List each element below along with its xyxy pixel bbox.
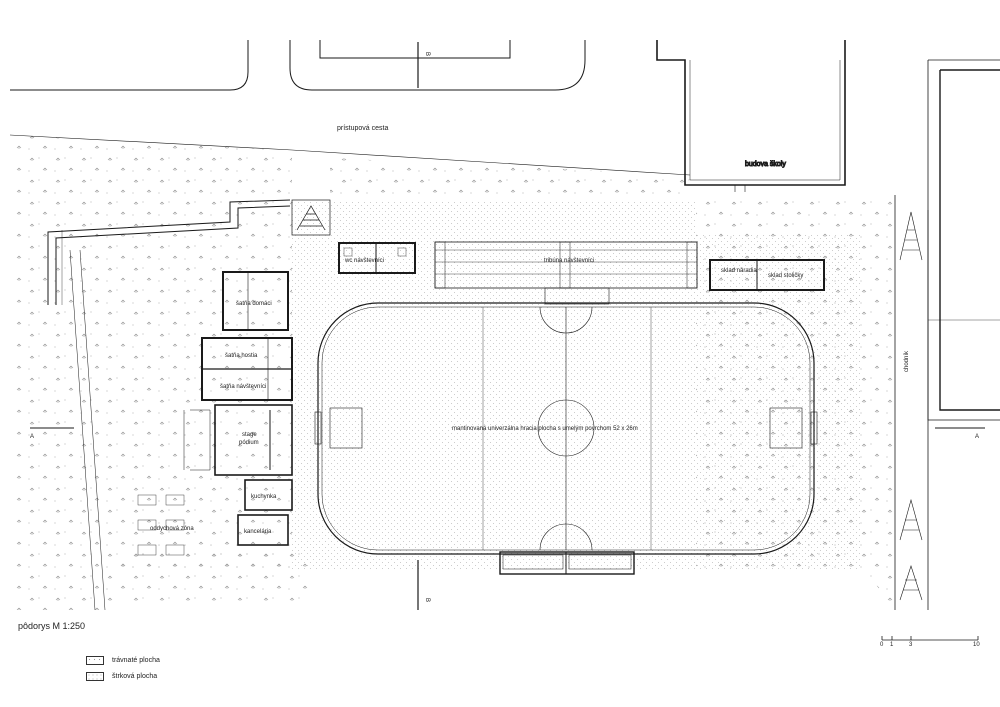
- tool-storage-label: sklad náradia: [721, 268, 757, 274]
- section-b-bottom-marker: B: [417, 560, 430, 610]
- section-b-bottom-label: B: [424, 598, 430, 602]
- service-building: [183, 271, 293, 546]
- grass-swatch: [86, 656, 104, 665]
- scale-tick-0: 0: [880, 642, 884, 648]
- scale-tick-3: 3: [909, 642, 913, 648]
- visitor-locker-label: šatňa návštevníci: [220, 384, 266, 390]
- scale-tick-1: 1: [890, 642, 894, 648]
- road-lines: [9, 40, 691, 176]
- player-benches: [499, 551, 635, 575]
- guest-locker-label: šatňa hostia: [225, 353, 258, 359]
- gravel-swatch: [86, 672, 104, 681]
- grandstand-label: tribúna návštevníci: [544, 258, 594, 264]
- entrance-ramp: [291, 199, 331, 236]
- right-building: [927, 59, 1000, 421]
- home-locker-label: šatňa domáci: [236, 301, 272, 307]
- podium-label: pódium: [239, 440, 259, 446]
- pitch-label: mantinovaná univerzálna hracia plocha s …: [452, 426, 638, 432]
- stage-label: stage: [242, 432, 257, 438]
- scale-bar-line: [881, 636, 979, 641]
- section-a-left-marker: A: [30, 427, 74, 440]
- scale-bar: 0 1 3 10: [880, 634, 980, 654]
- scale-tick-10: 10: [973, 642, 980, 648]
- left-boundary: [47, 199, 291, 611]
- access-road-label: prístupová cesta: [337, 125, 388, 132]
- relax-zone-label: oddychová zóna: [150, 526, 194, 532]
- legend-grass-label: trávnaté plocha: [112, 657, 160, 664]
- wc-label: wc návštevníci: [344, 258, 384, 264]
- school-building: budova školy: [656, 40, 846, 192]
- wc-building: [338, 242, 416, 274]
- drawing-title: pôdorys M 1:250: [18, 621, 86, 631]
- section-a-right-marker: A: [935, 427, 985, 440]
- section-a-right-label: A: [975, 434, 979, 440]
- legend-gravel-label: štrková plocha: [112, 673, 158, 680]
- sidewalk-label: chodník: [904, 350, 910, 372]
- legend-grass: trávnaté plocha: [86, 656, 160, 665]
- office-label: kancelária: [244, 529, 272, 535]
- school-building-label: budova školy: [745, 161, 786, 168]
- kitchen-label: kuchynka: [251, 494, 277, 500]
- section-b-top-marker: B: [417, 42, 430, 88]
- chair-storage-label: sklad stoličky: [768, 273, 803, 279]
- grandstand: [434, 241, 698, 305]
- section-b-top-label: B: [424, 52, 430, 56]
- section-a-left-label: A: [30, 434, 34, 440]
- relax-zone-tables: [137, 494, 185, 556]
- storage-building: [709, 259, 825, 291]
- legend-gravel: štrková plocha: [86, 672, 157, 681]
- sidewalk: [894, 195, 929, 610]
- gravel-area: [292, 200, 860, 570]
